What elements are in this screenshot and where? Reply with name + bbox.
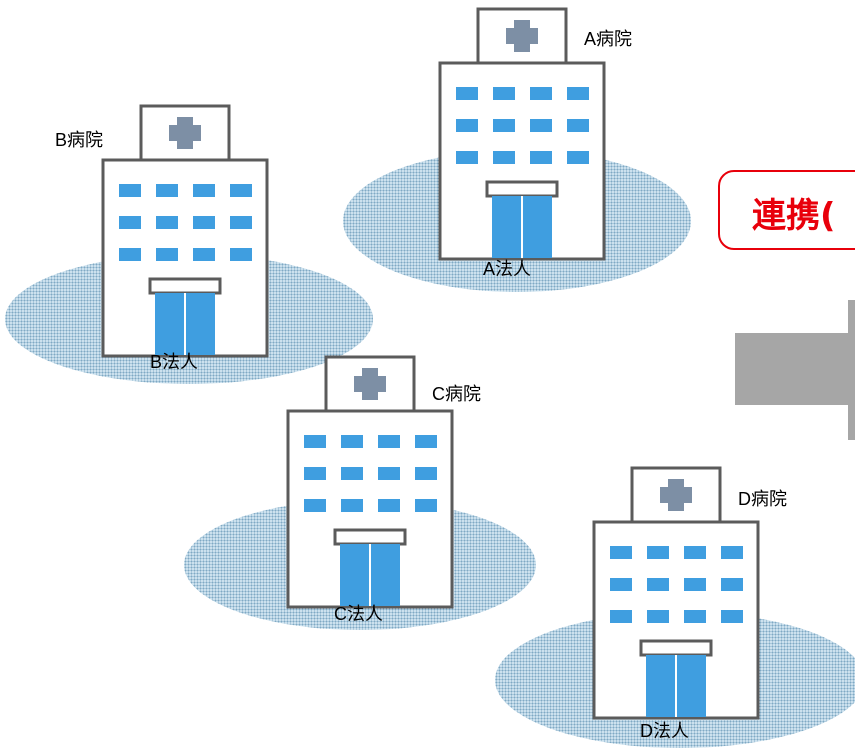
arrow-head	[848, 300, 855, 440]
hospital-c-label: C病院	[432, 384, 481, 404]
hospital-d-label: D病院	[738, 489, 787, 509]
callout-text: 連携(	[752, 196, 836, 236]
callout-box: 連携(	[718, 170, 855, 250]
hospital-b-icon	[101, 104, 269, 358]
arrow-body	[735, 333, 855, 405]
corp-c-label: C法人	[334, 604, 383, 624]
ellipse-d	[495, 612, 855, 748]
corp-a-label: A法人	[483, 259, 532, 279]
corp-b-label: B法人	[150, 352, 199, 372]
hospital-b-label: B病院	[55, 130, 104, 150]
corp-d-label: D法人	[640, 721, 689, 741]
hospital-a-label: A病院	[584, 29, 633, 49]
